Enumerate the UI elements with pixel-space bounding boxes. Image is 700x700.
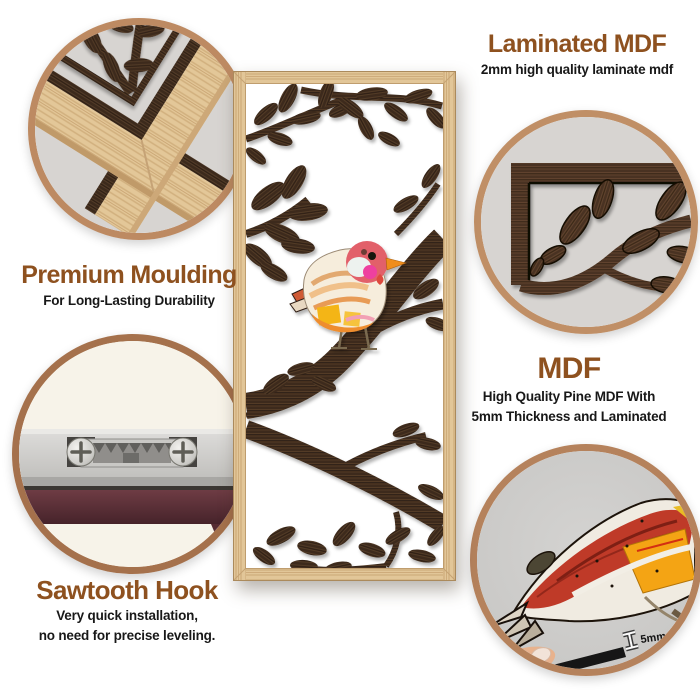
thickness-measure-bracket xyxy=(622,629,639,652)
collage-bird xyxy=(289,241,408,350)
laminated-mdf-label: Laminated MDF 2mm high quality laminate … xyxy=(427,31,700,80)
mdf-subtitle-line1: High Quality Pine MDF With xyxy=(482,389,656,404)
thickness-label: 5mm xyxy=(640,630,667,645)
callout-circle-thickness-demo: 5mm xyxy=(470,444,700,676)
laminated-mdf-subtitle: 2mm high quality laminate mdf xyxy=(480,62,674,77)
mdf-label: MDF High Quality Pine MDF With 5mm Thick… xyxy=(444,353,694,427)
callout-circle-frame-corner xyxy=(28,18,250,240)
mdf-thickness-zoom-photo: 5mm xyxy=(477,451,695,669)
screw-right xyxy=(168,437,198,467)
premium-moulding-subtitle: For Long-Lasting Durability xyxy=(43,293,215,308)
sawtooth-hook-title: Sawtooth Hook xyxy=(36,575,218,605)
screw-left xyxy=(66,437,96,467)
callout-circle-laminate-corner xyxy=(474,110,698,334)
walnut-branch-cutouts xyxy=(246,84,443,568)
sawtooth-hook-subtitle-line1: Very quick installation, xyxy=(56,608,198,623)
mdf-backing-edge xyxy=(19,490,245,524)
laminate-corner-zoom-photo xyxy=(481,117,691,327)
walnut-corner-detail xyxy=(511,163,691,295)
frame-corner-zoom-photo xyxy=(35,25,243,233)
sawtooth-hook-subtitle-line2: no need for precise leveling. xyxy=(38,628,216,643)
mdf-title: MDF xyxy=(537,352,601,385)
sawtooth-hook-zoom-photo xyxy=(19,341,245,567)
mdf-subtitle-line2: 5mm Thickness and Laminated xyxy=(471,409,667,424)
laminated-mdf-title: Laminated MDF xyxy=(487,30,667,58)
callout-circle-sawtooth-hook xyxy=(12,334,252,574)
premium-moulding-label: Premium Moulding For Long-Lasting Durabi… xyxy=(4,262,254,311)
bird-closeup-collage xyxy=(488,498,695,652)
bird-branch-wall-art-photo xyxy=(233,71,456,581)
pencil xyxy=(537,647,626,669)
sawtooth-hook-label: Sawtooth Hook Very quick installation, n… xyxy=(2,577,252,646)
wall-art-product xyxy=(233,71,456,581)
premium-moulding-title: Premium Moulding xyxy=(21,261,237,289)
